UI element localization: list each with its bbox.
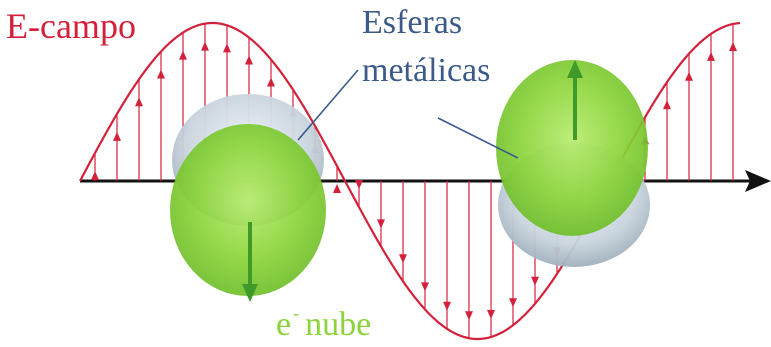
wave-field-arrow-icon [685,71,693,81]
electron-charge: - [293,303,300,323]
electron-symbol: e [276,306,292,343]
spheres-label-line2: metálicas [362,52,491,89]
wave-field-arrow-icon [179,50,187,60]
wave-field-arrow-icon [399,254,407,264]
wave-field-arrow-icon [333,184,341,194]
electron-cloud-label: e-nube [276,304,371,342]
wave-field-arrow-icon [707,51,715,61]
wave-field-arrow-icon [201,41,209,51]
cloud-word: nube [305,306,372,343]
wave-field-arrow-icon [113,131,121,141]
axis-arrow-icon [745,170,771,192]
wave-field-arrow-icon [135,97,143,107]
left-sphere-pair [170,94,326,302]
wave-field-arrow-icon [663,100,671,110]
wave-field-arrow-icon [487,309,495,319]
wave-field-arrow-icon [531,276,539,286]
right-sphere-pair [496,60,650,267]
electron-cloud-left [170,124,326,296]
wave-field-arrow-icon [91,171,99,181]
wave-field-arrow-icon [245,55,253,65]
spheres-label-line1: Esferas [362,4,463,41]
wave-field-arrow-icon [465,311,473,321]
wave-field-arrow-icon [157,69,165,79]
cloud-arrow-right-icon [567,60,583,78]
wave-field-arrow-icon [223,43,231,53]
wave-field-arrow-icon [355,180,363,190]
wave-field-arrow-icon [509,298,517,308]
wave-field-arrow-icon [377,219,385,229]
wave-field-arrow-icon [729,42,737,52]
electron-cloud-right [496,60,648,236]
wave-field-arrow-icon [421,282,429,292]
pointer-line-right [437,117,519,159]
wave-field-arrow-icon [267,77,275,87]
pointer-line-left [297,69,359,141]
wave-field-arrow-icon [443,301,451,311]
e-field-label: E-campo [6,6,136,46]
cloud-arrow-left-icon [242,284,258,302]
